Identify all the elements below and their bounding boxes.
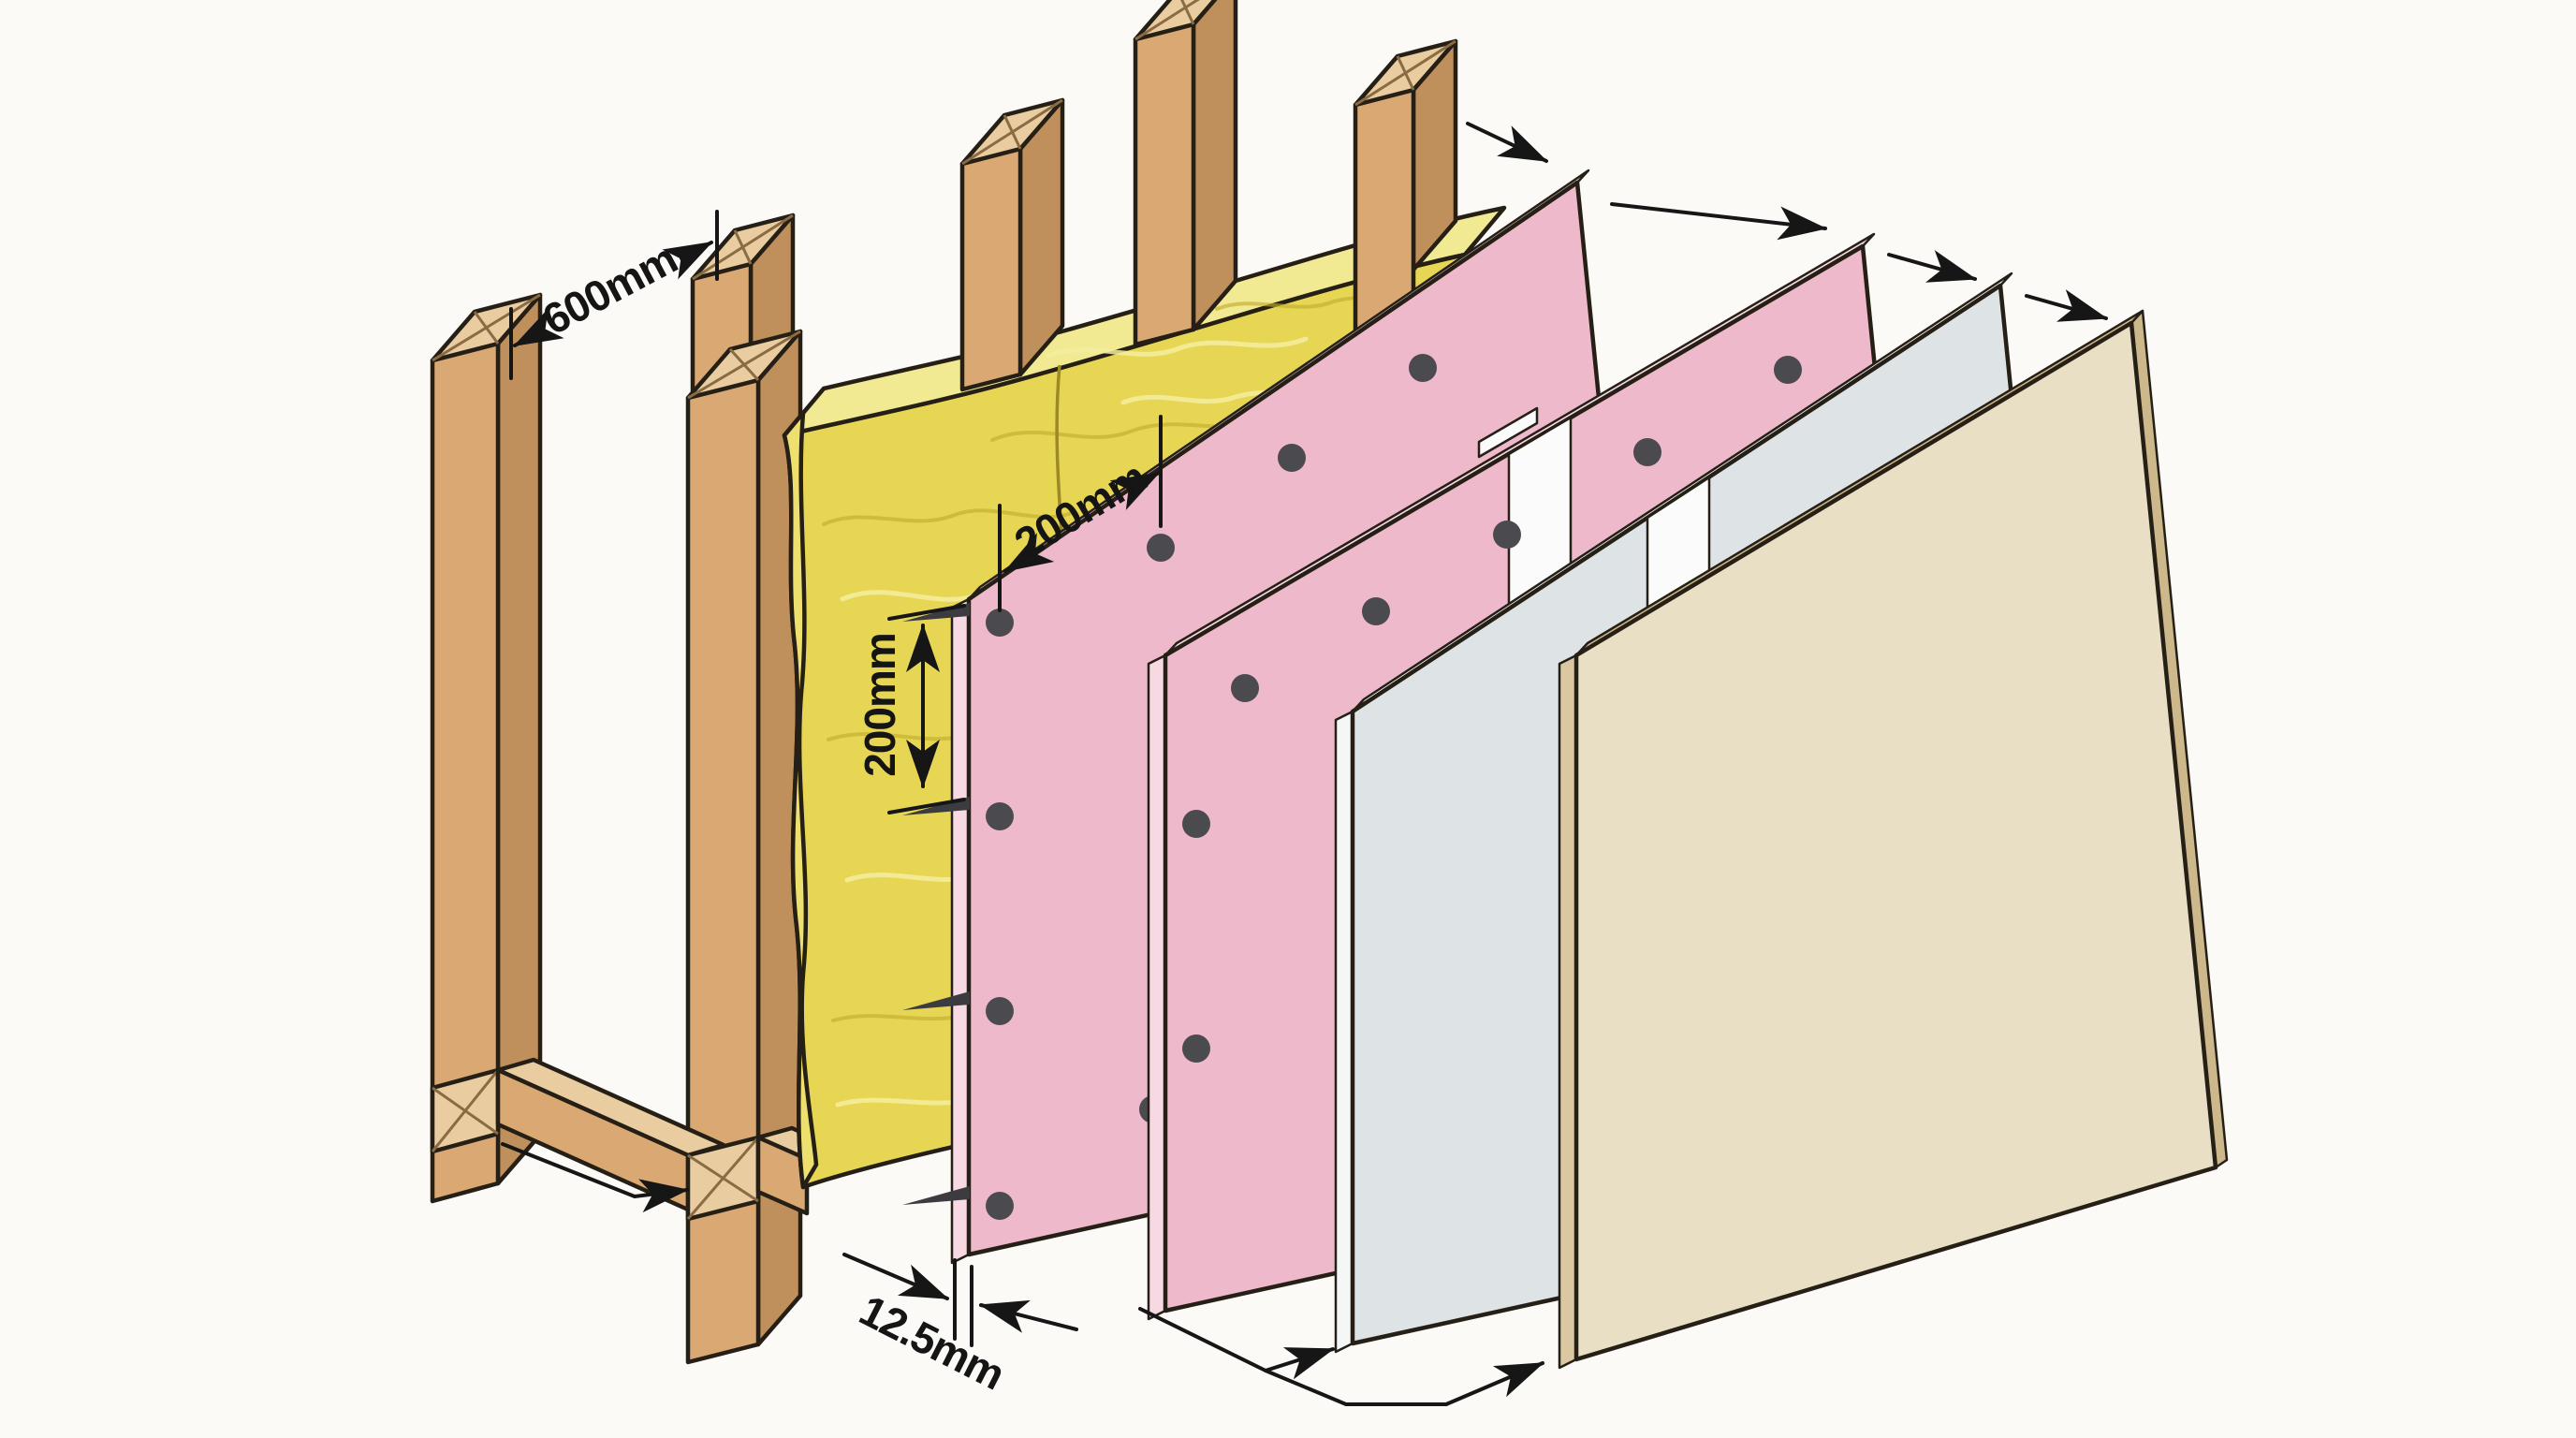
stud: [959, 97, 1065, 392]
leader-arrow: [1264, 1347, 1335, 1380]
stud: [430, 292, 543, 1204]
leader-arrows: [501, 1142, 1544, 1406]
dimension-label-fixing-spacing-vertical: 200mm: [856, 633, 904, 777]
assembly-arrow: [1887, 250, 1977, 283]
screw-dot: [1182, 356, 1802, 1063]
assembly-arrows: [1466, 122, 2108, 322]
timber-stud-frame: [430, 213, 843, 1365]
stud: [1133, 0, 1238, 347]
assembly-arrow: [1466, 122, 1548, 163]
leader-arrow: [1444, 1361, 1544, 1406]
leader-arrow: [501, 1142, 689, 1213]
assembly-arrow: [1610, 202, 1827, 241]
assembly-arrow: [2025, 289, 2108, 322]
dimension-200mm-vertical: 200mm: [856, 604, 966, 814]
bottom-plate: [430, 1057, 843, 1222]
finish-board: [1558, 309, 2229, 1370]
leader-line: [1138, 1307, 1448, 1406]
screw-dot: [986, 354, 1437, 1220]
